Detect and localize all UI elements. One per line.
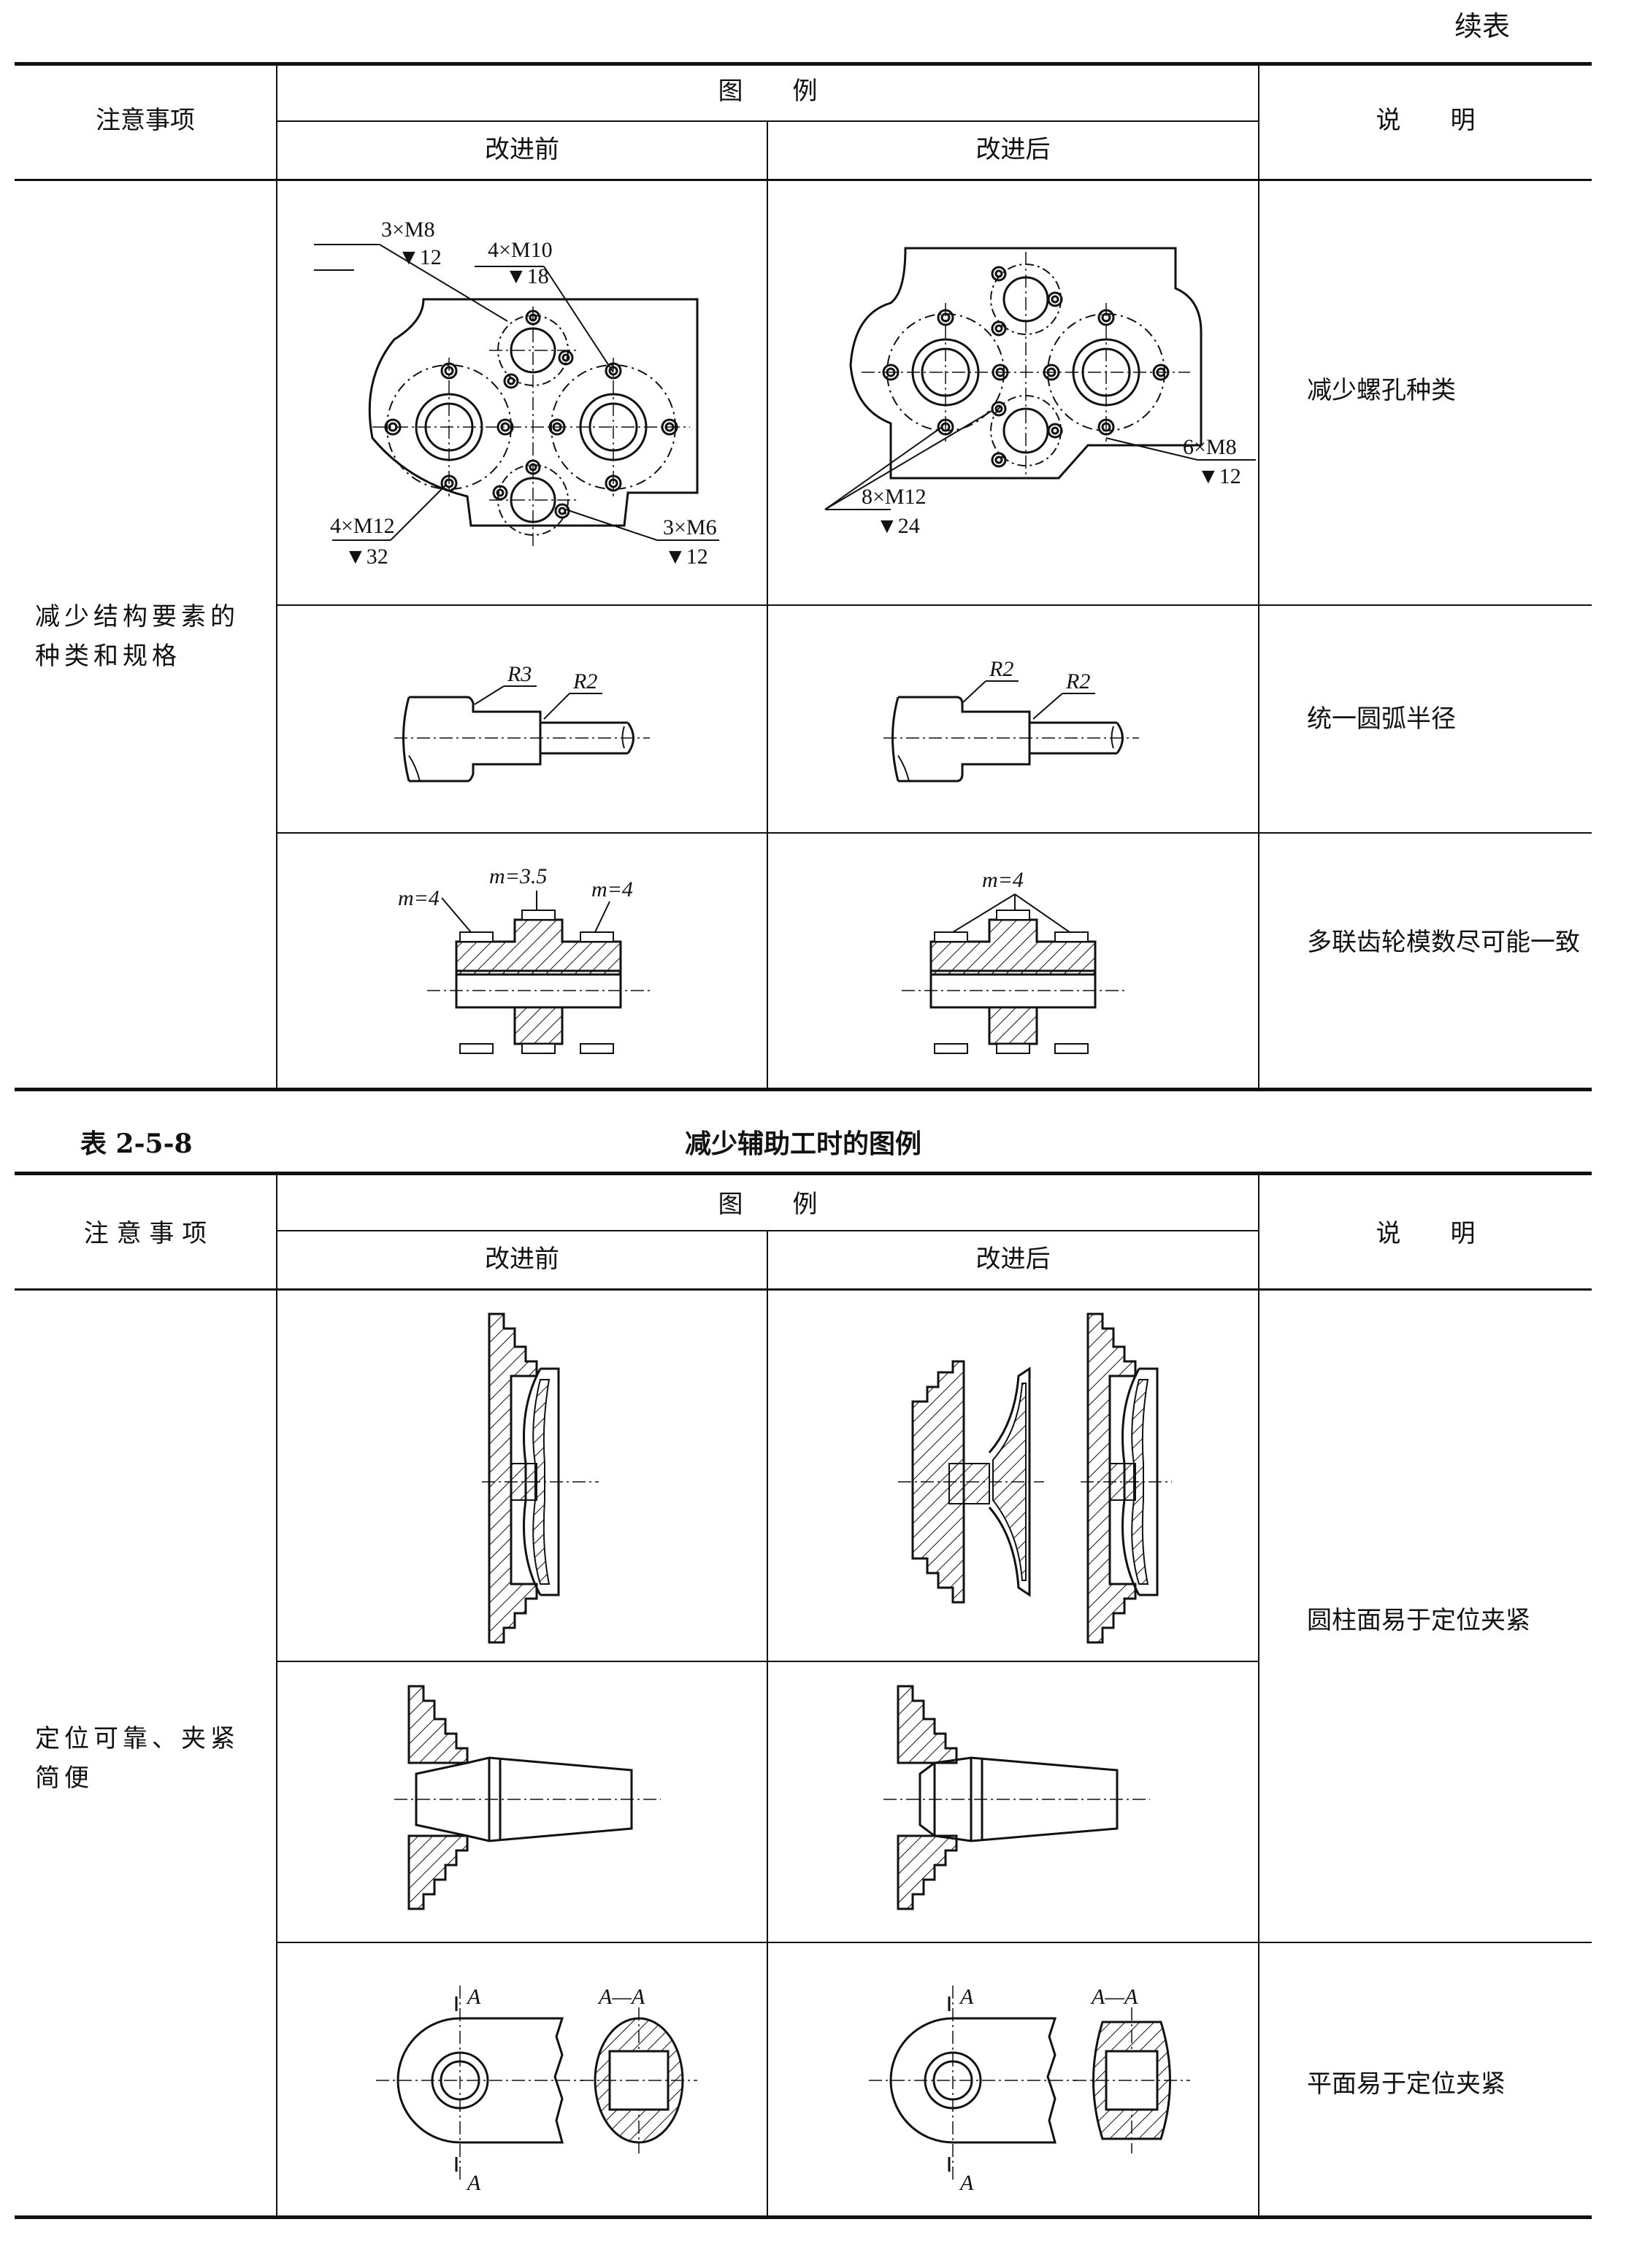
label-section-AA-before: A—A — [597, 1985, 645, 2009]
table2-group-note: 定位可靠、夹紧简便 — [35, 1724, 239, 1794]
label-R2-after-b: R2 — [1065, 669, 1090, 693]
table1-row3-desc: 多联齿轮模数尽可能一致 — [1307, 928, 1580, 957]
table2-col-line-2 — [767, 1231, 768, 2218]
label-m3-5: m=3.5 — [489, 864, 547, 888]
gear-before-drawing: m=4 m=3.5 m=4 — [398, 864, 675, 1073]
table2-row-divider-2 — [277, 1942, 1592, 1943]
label-A-top-before: A — [466, 1985, 481, 2009]
table2-col-line-3 — [1258, 1174, 1259, 2218]
table2-header-bottom — [15, 1288, 1592, 1291]
table1-row1-desc: 减少螺孔种类 — [1307, 376, 1456, 405]
table1-col-notes-header: 注意事项 — [96, 106, 195, 135]
label-depth-18: ▼18 — [505, 264, 549, 288]
hub-before-drawing — [467, 1307, 613, 1650]
shaft-after-drawing: R2 R2 — [876, 657, 1183, 814]
label-A-bottom-before: A — [466, 2171, 481, 2195]
table2-col-after-header: 改进后 — [975, 1245, 1051, 1274]
table2-header-split — [277, 1230, 1259, 1231]
label-R2-after-a: R2 — [989, 657, 1013, 681]
lug-after-drawing: A A—A A — [858, 1985, 1186, 2195]
label-depth-32: ▼32 — [345, 545, 388, 569]
table1-row-divider-2 — [277, 832, 1592, 834]
table2-bottom-rule — [15, 2215, 1592, 2219]
table2-title: 减少辅助工时的图例 — [684, 1129, 921, 1159]
label-m4-b: m=4 — [591, 877, 633, 902]
pin-after-drawing — [876, 1679, 1168, 1927]
continued-label: 续表 — [1454, 10, 1511, 42]
plate-after-drawing: 8×M12 ▼24 6×M8 ▼12 — [818, 219, 1256, 538]
table1-row2-desc: 统一圆弧半径 — [1307, 704, 1456, 734]
table2-row3-desc: 平面易于定位夹紧 — [1307, 2069, 1506, 2099]
table2-col-line-1 — [276, 1174, 277, 2218]
label-8xM12: 8×M12 — [862, 485, 927, 509]
table2-col-figure-header: 图 例 — [718, 1190, 818, 1219]
table1-group-note: 减少结构要素的种类和规格 — [35, 602, 239, 672]
label-R3: R3 — [507, 662, 532, 686]
table1-col-line-2 — [767, 121, 768, 1089]
table1-bottom-rule — [15, 1088, 1592, 1091]
label-3xM6: 3×M6 — [663, 515, 717, 539]
table2-col-desc-header: 说 明 — [1376, 1219, 1476, 1248]
label-section-AA-after: A—A — [1090, 1985, 1138, 2009]
label-depth-24: ▼24 — [876, 514, 920, 538]
label-R2-before: R2 — [572, 669, 597, 693]
label-depth-12-c: ▼12 — [1197, 464, 1241, 488]
label-depth-12-b: ▼12 — [664, 545, 708, 569]
label-4xM12: 4×M12 — [330, 514, 395, 538]
lug-before-drawing: A A—A A — [365, 1985, 694, 2195]
label-A-bottom-after: A — [959, 2171, 974, 2195]
label-4xM10: 4×M10 — [488, 238, 553, 262]
table1-row-divider-1 — [277, 604, 1592, 606]
table1-col-desc-header: 说 明 — [1376, 106, 1476, 135]
shaft-before-drawing: R3 R2 — [387, 662, 694, 814]
table1-col-figure-header: 图 例 — [718, 77, 818, 106]
table1-col-line-3 — [1258, 64, 1259, 1089]
table2-row1-desc: 圆柱面易于定位夹紧 — [1307, 1606, 1530, 1635]
table1-col-before-header: 改进前 — [485, 135, 559, 164]
label-depth-12-a: ▼12 — [398, 245, 442, 269]
label-A-top-after: A — [959, 1985, 974, 2009]
table1-col-after-header: 改进后 — [975, 135, 1051, 164]
hub-after-drawing — [898, 1307, 1176, 1650]
table1-top-rule — [15, 62, 1592, 66]
table2-col-notes-header: 注 意 事 项 — [83, 1219, 207, 1248]
label-m4-after: m=4 — [982, 868, 1024, 892]
table2-row-divider-1 — [277, 1661, 1259, 1662]
table1-header-split — [277, 120, 1259, 122]
table1-col-line-1 — [276, 64, 277, 1089]
table2-number: 表 2-5-8 — [80, 1129, 193, 1159]
plate-before-drawing: 3×M8 ▼12 4×M10 ▼18 4×M12 ▼32 3×M6 ▼12 — [321, 218, 759, 569]
table2-top-rule — [15, 1172, 1592, 1175]
label-m4-a: m=4 — [398, 886, 440, 910]
pin-before-drawing — [387, 1679, 679, 1927]
table2-col-before-header: 改进前 — [485, 1245, 559, 1274]
label-3xM8: 3×M8 — [381, 218, 435, 242]
label-6xM8: 6×M8 — [1183, 435, 1237, 459]
table1-header-bottom — [15, 179, 1592, 181]
gear-after-drawing: m=4 — [887, 868, 1165, 1073]
